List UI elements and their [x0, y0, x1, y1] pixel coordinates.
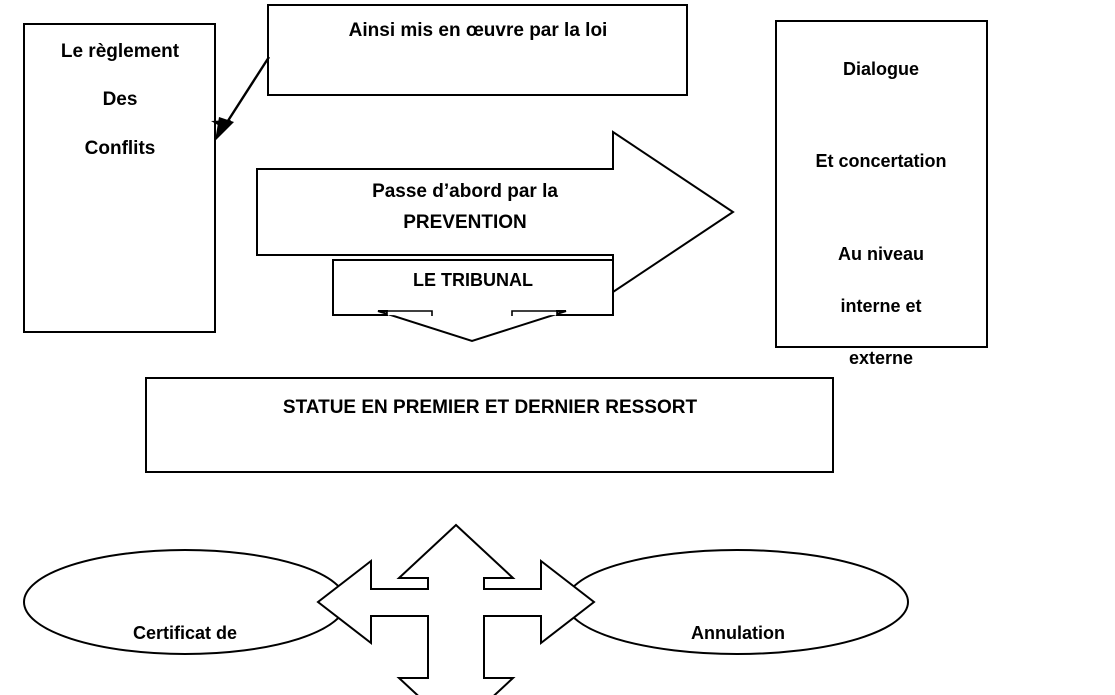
arrow-le-tribunal-head-right — [511, 310, 558, 316]
box-reglement-des-conflits[interactable] — [23, 23, 216, 333]
arrow-le-tribunal-head — [386, 310, 433, 316]
box-statue-en-premier-et-dernier-ressort[interactable] — [145, 377, 834, 473]
arrow-passe-dabord-prevention[interactable] — [256, 130, 735, 294]
ellipse-annulation-sanction[interactable] — [565, 549, 909, 655]
arrow-le-tribunal[interactable] — [332, 259, 614, 343]
four-way-cross-arrow[interactable] — [316, 523, 596, 695]
box-ainsi-mis-en-oeuvre-par-la-loi[interactable] — [267, 4, 688, 96]
ellipse-certificat-de-travail[interactable] — [23, 549, 347, 655]
box-dialogue-et-concertation[interactable] — [775, 20, 988, 348]
diagonal-connector-arrow[interactable] — [211, 56, 271, 141]
